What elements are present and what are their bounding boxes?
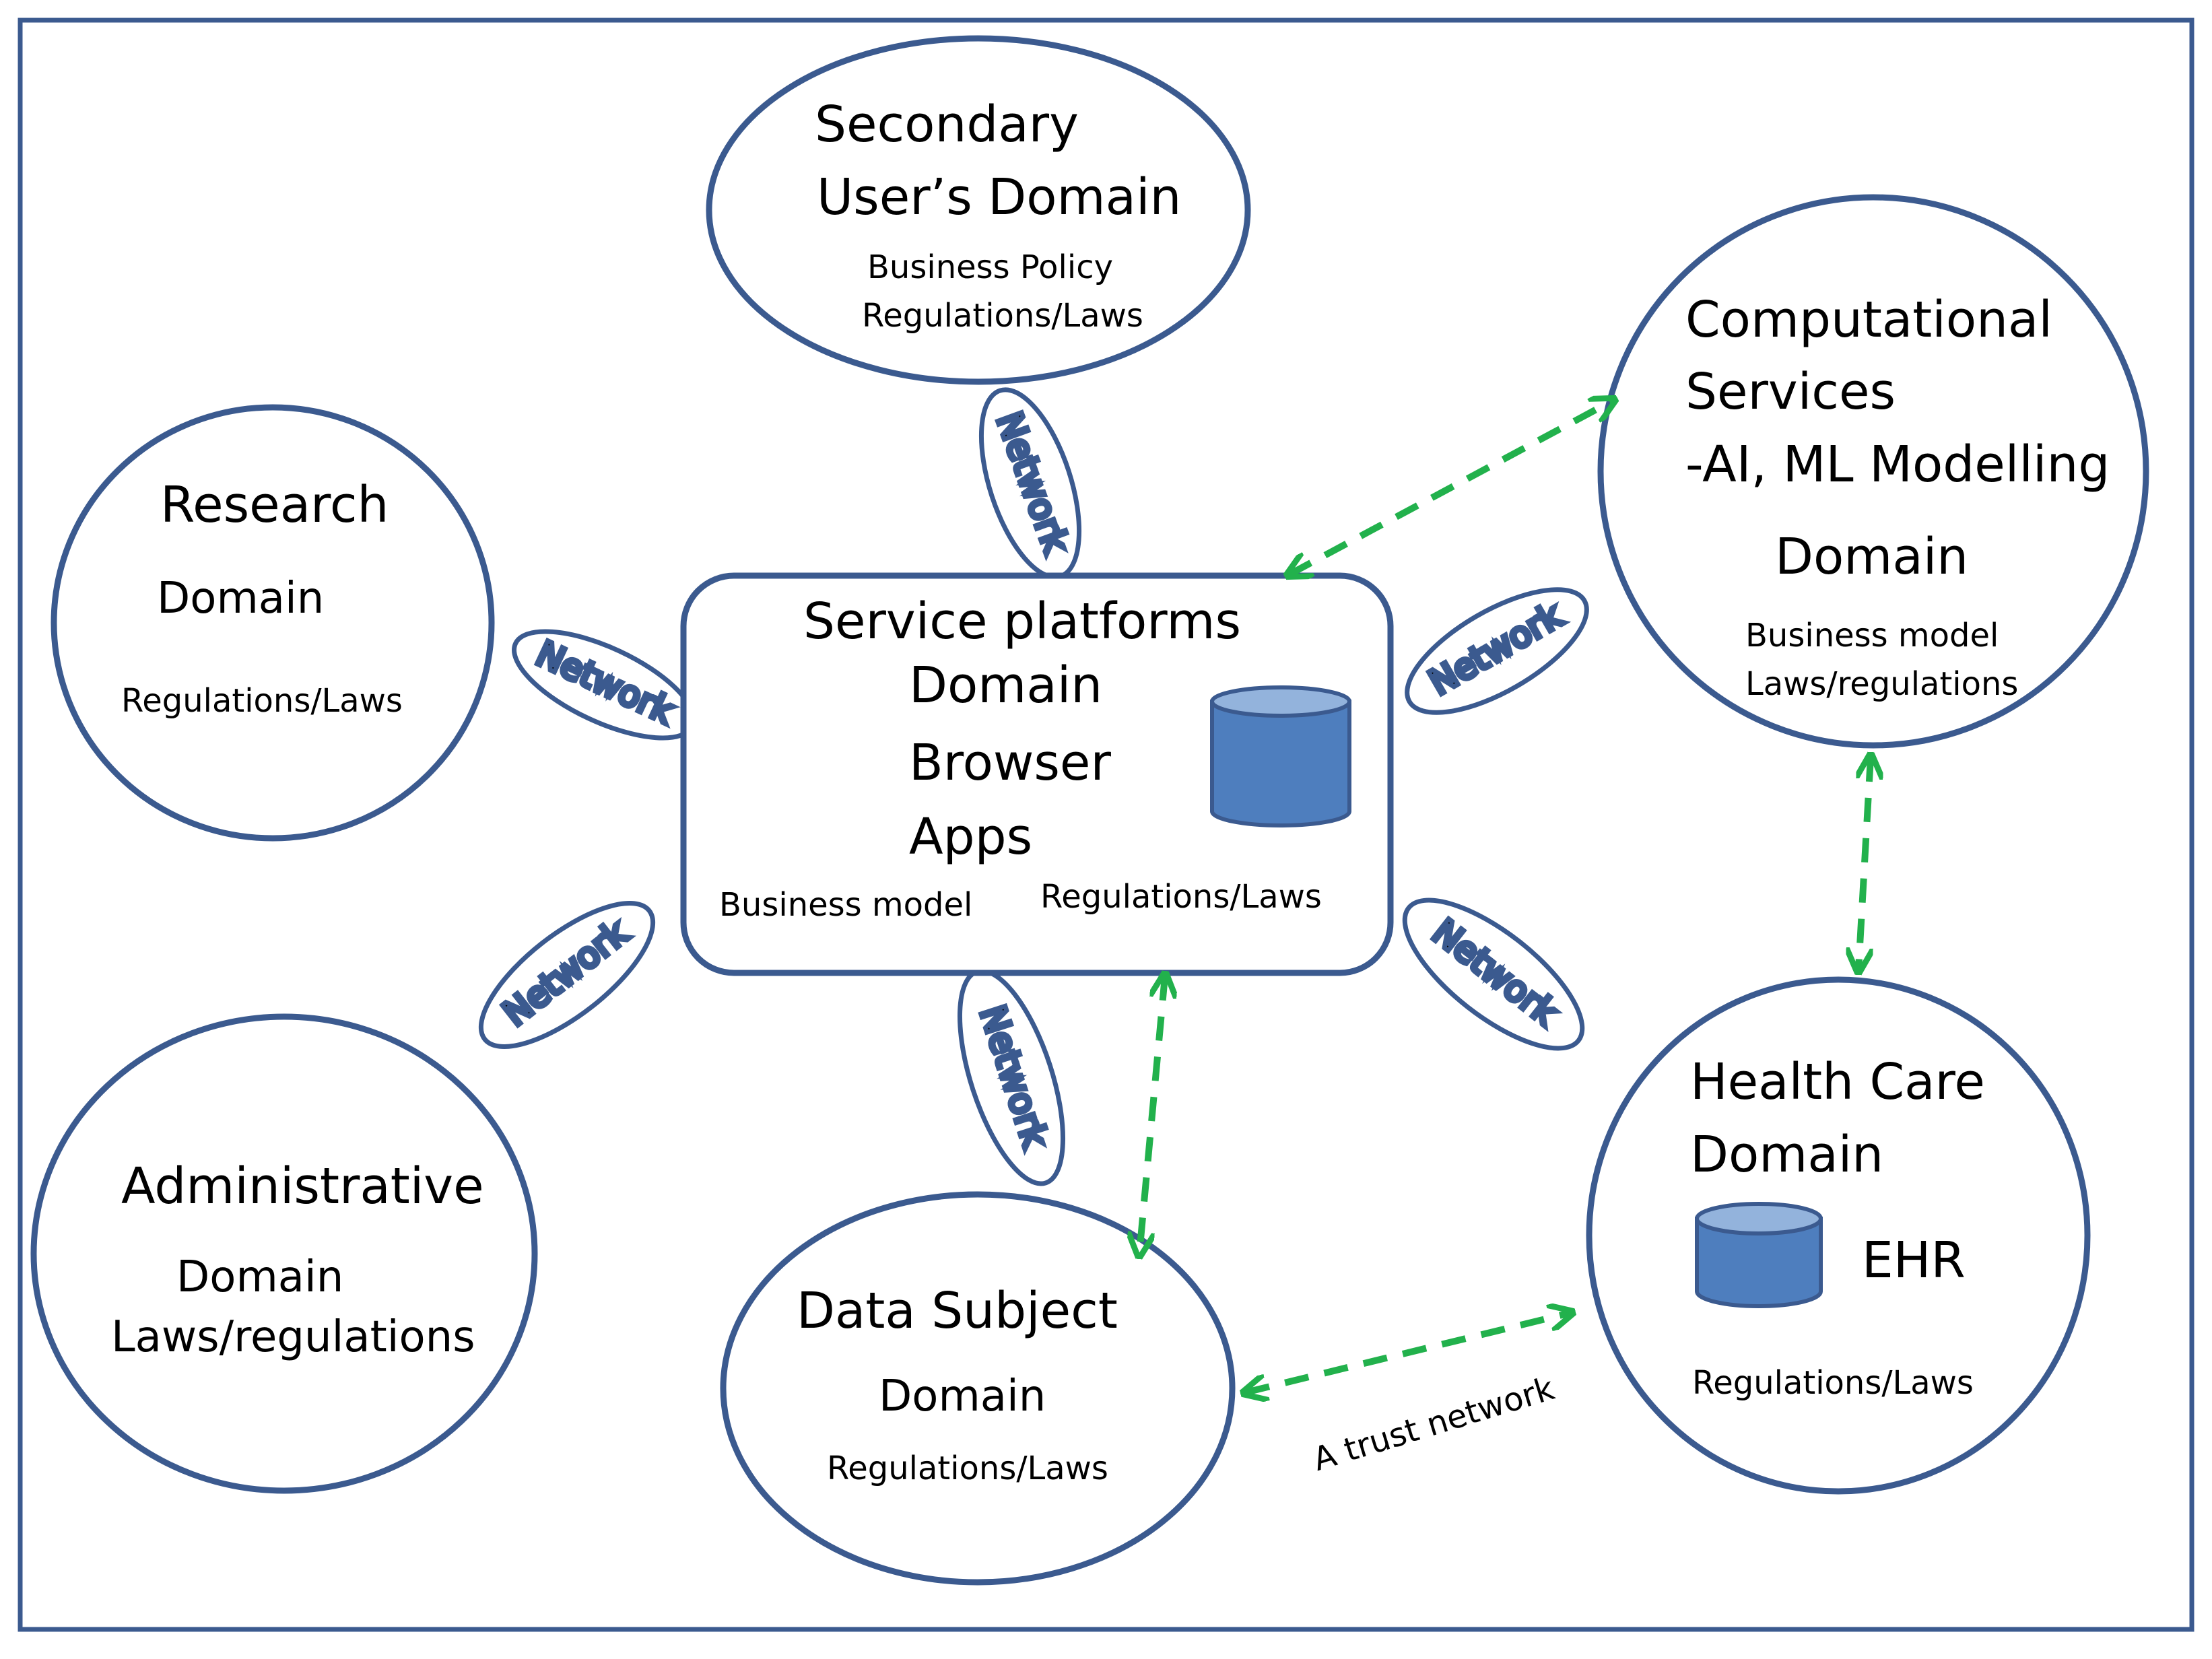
arrow-computational-health-care xyxy=(1858,757,1871,970)
svg-text:Apps: Apps xyxy=(909,808,1032,866)
svg-text:Regulations/Laws: Regulations/Laws xyxy=(827,1450,1108,1487)
svg-text:Laws/regulations: Laws/regulations xyxy=(111,1312,475,1362)
svg-text:Administrative: Administrative xyxy=(121,1157,484,1215)
secondary-users-domain: Secondary User’s Domain Business Policy … xyxy=(706,35,1251,385)
database-icon xyxy=(1695,1202,1823,1308)
service-platforms-domain: Service platforms Domain Browser Apps Bu… xyxy=(680,572,1394,976)
svg-text:Service platforms: Service platforms xyxy=(803,592,1241,650)
svg-text:Domain: Domain xyxy=(909,656,1102,714)
svg-text:Secondary: Secondary xyxy=(815,96,1079,154)
svg-text:Business model: Business model xyxy=(1745,617,1999,654)
database-icon xyxy=(1210,685,1351,827)
svg-text:Business model: Business model xyxy=(719,886,972,924)
computational-services-domain: Computational Services -AI, ML Modelling… xyxy=(1597,194,2149,749)
svg-text:Services: Services xyxy=(1685,363,1896,421)
svg-text:Domain: Domain xyxy=(157,574,324,623)
svg-text:User’s Domain: User’s Domain xyxy=(817,168,1181,226)
health-care-domain: Health Care Domain EHR Regulations/Laws xyxy=(1586,976,2091,1495)
svg-text:Health Care: Health Care xyxy=(1690,1053,1985,1111)
svg-text:Regulations/Laws: Regulations/Laws xyxy=(1040,878,1322,916)
svg-text:Business Policy: Business Policy xyxy=(867,248,1113,286)
svg-text:Browser: Browser xyxy=(909,734,1111,792)
arrow-service-computational xyxy=(1289,401,1613,574)
network-connectors: Network Network Network Network Network … xyxy=(478,387,1589,1186)
trust-arrows xyxy=(1139,401,1871,1392)
svg-text:Regulations/Laws: Regulations/Laws xyxy=(862,297,1143,335)
svg-text:Domain: Domain xyxy=(879,1372,1046,1421)
arrow-service-data-subject xyxy=(1139,976,1165,1254)
svg-text:Domain: Domain xyxy=(1775,528,1968,586)
svg-text:-AI, ML Modelling: -AI, ML Modelling xyxy=(1685,436,2110,494)
research-domain: Research Domain Regulations/Laws xyxy=(51,404,495,842)
svg-text:Computational: Computational xyxy=(1685,291,2052,349)
svg-text:Domain: Domain xyxy=(1690,1126,1883,1184)
svg-text:Data Subject: Data Subject xyxy=(797,1282,1118,1340)
data-subject-domain: Data Subject Domain Regulations/Laws xyxy=(720,1191,1236,1586)
svg-text:Research: Research xyxy=(160,476,389,534)
svg-text:Regulations/Laws: Regulations/Laws xyxy=(121,682,403,720)
arrow-data-subject-health-care xyxy=(1246,1313,1570,1392)
svg-text:EHR: EHR xyxy=(1862,1231,1966,1289)
administrative-domain: Administrative Domain Laws/regulations xyxy=(30,1013,538,1494)
svg-text:Domain: Domain xyxy=(176,1252,343,1302)
svg-text:Regulations/Laws: Regulations/Laws xyxy=(1692,1364,1974,1402)
svg-text:Laws/regulations: Laws/regulations xyxy=(1745,665,2018,703)
